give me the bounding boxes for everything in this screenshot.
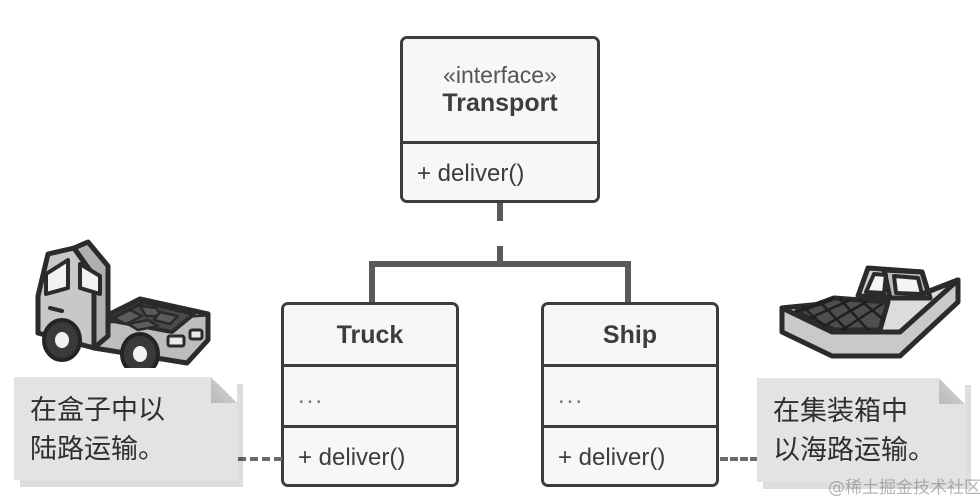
generalization-stub xyxy=(497,203,503,221)
ship-attributes-compartment: ... xyxy=(544,364,716,425)
class-box-ship[interactable]: Ship ... + deliver() xyxy=(541,302,719,487)
ship-class-name: Ship xyxy=(602,320,658,349)
truck-operation-deliver: + deliver() xyxy=(298,443,406,471)
interface-title-compartment: «interface» Transport xyxy=(403,39,597,141)
truck-illustration xyxy=(35,239,211,368)
ship-title-compartment: Ship xyxy=(544,305,716,364)
note-truck-text: 在盒子中以 陆路运输。 xyxy=(30,395,165,466)
watermark-label: @稀土掘金技术社区 xyxy=(828,478,980,498)
ship-illustration xyxy=(779,265,961,359)
truck-attributes-ellipsis: ... xyxy=(298,382,325,409)
note-fold-icon xyxy=(211,377,237,403)
truck-operations-compartment: + deliver() xyxy=(284,425,456,484)
interface-box-transport[interactable]: «interface» Transport + deliver() xyxy=(400,36,600,203)
generalization-branch-truck xyxy=(369,261,375,305)
note-ship[interactable]: 在集装箱中 以海路运输。 xyxy=(757,378,965,482)
truck-class-name: Truck xyxy=(336,320,404,349)
ship-attributes-ellipsis: ... xyxy=(558,382,585,409)
generalization-branch-ship xyxy=(625,261,631,305)
note-ship-text: 在集装箱中 以海路运输。 xyxy=(773,396,935,467)
generalization-bar xyxy=(369,261,631,267)
interface-stereotype: «interface» xyxy=(443,61,557,88)
ship-operations-compartment: + deliver() xyxy=(544,425,716,484)
note-link-ship xyxy=(720,457,758,461)
interface-operation-deliver: + deliver() xyxy=(417,159,525,187)
interface-operations-compartment: + deliver() xyxy=(403,141,597,200)
interface-name: Transport xyxy=(442,89,558,118)
note-truck[interactable]: 在盒子中以 陆路运输。 xyxy=(14,377,237,480)
ship-operation-deliver: + deliver() xyxy=(558,443,666,471)
note-link-truck xyxy=(238,457,282,461)
class-box-truck[interactable]: Truck ... + deliver() xyxy=(281,302,459,487)
truck-attributes-compartment: ... xyxy=(284,364,456,425)
note-fold-icon xyxy=(939,378,965,404)
truck-title-compartment: Truck xyxy=(284,305,456,364)
generalization-trunk xyxy=(497,246,503,266)
